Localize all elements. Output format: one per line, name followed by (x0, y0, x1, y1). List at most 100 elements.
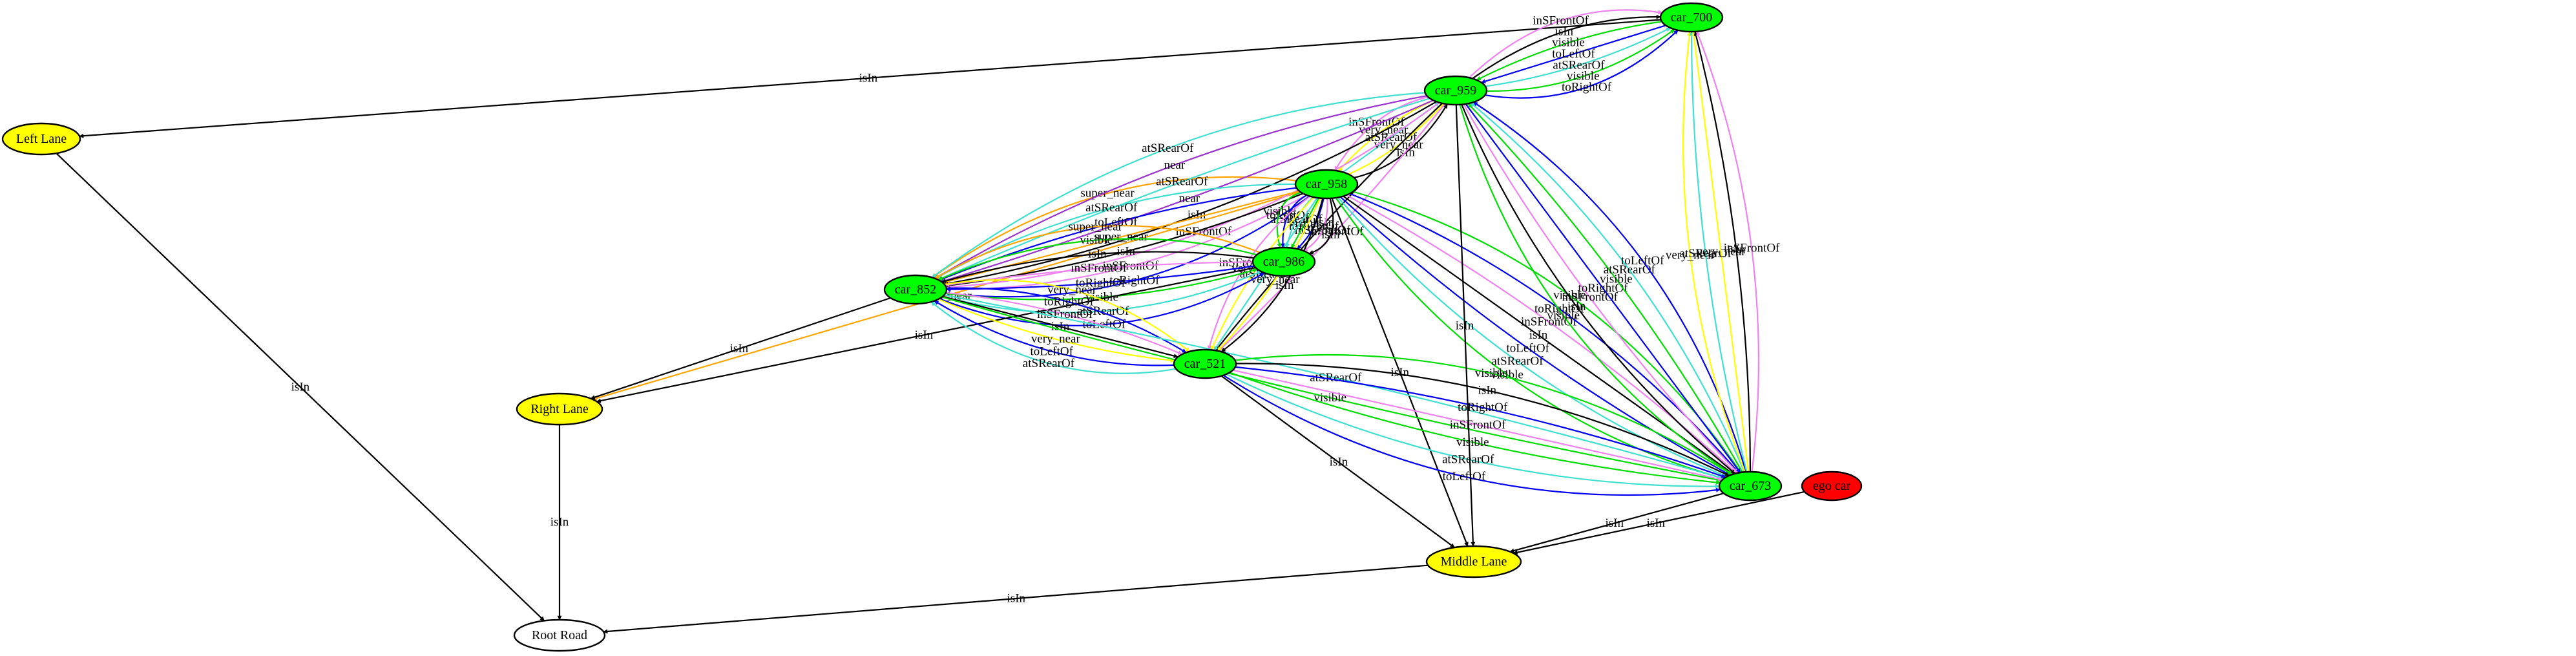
edge-line (931, 92, 1425, 279)
node-root-road: Root Road (513, 619, 606, 652)
node-ellipse (1423, 75, 1488, 106)
edge-car_521-isIn-middle_lane: isIn (1220, 375, 1455, 548)
edge-label: visible (1600, 272, 1633, 286)
edge-line (941, 100, 1434, 283)
edge-label: toRightOf (1076, 276, 1126, 290)
node-car-852: car_852 (883, 274, 948, 305)
edge-line (943, 101, 1437, 286)
edge-car_958-atSRearOf-car_673: atSRearOf (1337, 196, 1728, 478)
edge-line (1335, 197, 1724, 480)
edge-label: inSFrontOf (1037, 308, 1093, 321)
edge-label: isIn (550, 516, 569, 529)
edge-line (1303, 198, 1328, 251)
edge-label: super_near (1094, 230, 1148, 244)
edge-line (1235, 366, 1726, 478)
node-car-958: car_958 (1294, 169, 1359, 200)
edge-line (1682, 31, 1746, 472)
edge-label: toLeftOf (1030, 344, 1073, 358)
edge-label: very_near (1031, 332, 1081, 346)
edge-line (946, 287, 1187, 354)
node-ellipse (1801, 471, 1863, 502)
edge-line (930, 301, 1177, 374)
edge-label: isIn (1275, 279, 1294, 292)
node-ellipse (1294, 169, 1359, 200)
edge-label: isIn (1117, 245, 1136, 259)
edge-car_700-isIn-left_lane: isIn (79, 19, 1661, 138)
edge-label: atSRearOf (1310, 371, 1362, 385)
edge-car_958-isIn-middle_lane: isIn (1331, 198, 1469, 547)
edge-line (1467, 103, 1743, 473)
edge-label: isIn (730, 342, 749, 355)
edge-car_521-toLeftOf-car_852: toLeftOf (934, 300, 1175, 366)
node-ellipse (1, 122, 81, 156)
edge-line (1337, 196, 1728, 478)
edge-car_521-toRightOf-car_673: toRightOf (1235, 366, 1726, 478)
edge-label: visible (1553, 289, 1586, 302)
edge-label: isIn (1529, 328, 1548, 342)
edge-line (945, 291, 1183, 355)
edge-label: isIn (1567, 300, 1586, 313)
edge-line (937, 298, 1175, 363)
edge-label: isIn (915, 328, 934, 342)
edge-label: near (1164, 158, 1186, 172)
edge-line (939, 272, 1265, 326)
node-ellipse (1251, 246, 1316, 277)
edge-label: super_near (1080, 187, 1135, 200)
edge-car_673-very_near-car_700: very_near (1691, 31, 1750, 472)
edge-label: isIn (1088, 248, 1107, 261)
edge-line (1469, 9, 1663, 78)
edge-label: isIn (1478, 384, 1497, 397)
edge-line (596, 266, 1256, 403)
edge-car_852-isIn-car_521: isIn (942, 295, 1178, 359)
node-left-lane: Left Lane (1, 122, 81, 156)
edge-line (934, 95, 1427, 279)
edge-ego_car-isIn-middle_lane: isIn (1513, 491, 1805, 555)
node-label: car_958 (1306, 177, 1347, 191)
edge-car_986-visible-car_852: visible (937, 233, 1257, 281)
edge-car_959-atSRearOf-car_700: atSRearOf (1485, 27, 1671, 87)
edge-line (1220, 375, 1455, 548)
edge-line (1235, 354, 1733, 476)
edge-line (79, 19, 1661, 138)
edge-label: inSFrontOf (1071, 262, 1127, 275)
edge-line (1513, 491, 1805, 555)
edge-car_852-very_near-car_521: very_near (944, 279, 1190, 352)
edge-car_959-toRightOf-car_673: toRightOf (1465, 103, 1741, 473)
edge-label: toLeftOf (1621, 254, 1664, 268)
edge-label: inSFrontOf (1521, 315, 1577, 329)
node-ego-car: ego car (1801, 471, 1863, 502)
edge-label: very_near (1666, 249, 1715, 262)
node-label: Middle Lane (1441, 555, 1507, 569)
edge-car_521-visible-car_673: visible (1229, 372, 1721, 485)
edge-line (56, 153, 545, 622)
node-ellipse (1718, 471, 1783, 502)
edge-line (1226, 374, 1720, 489)
edge-line (1509, 492, 1724, 553)
edge-line (1455, 104, 1476, 547)
edge-label: isIn (1647, 516, 1666, 530)
edge-layer: isIntoRightOfvisibleatSRearOftoLeftOfvis… (56, 9, 1805, 634)
node-label: car_673 (1730, 479, 1771, 493)
edge-label: isIn (1051, 320, 1070, 333)
edge-line (1696, 31, 1759, 472)
edge-line (1470, 102, 1745, 472)
edge-label: toRightOf (1534, 302, 1585, 315)
edge-label: visible (1547, 309, 1580, 323)
edge-car_521-toLeftOf-car_673: toLeftOf (1222, 374, 1721, 496)
edge-car_852-inSFrontOf-car_521: inSFrontOf (945, 291, 1183, 355)
edge-label: isIn (1456, 319, 1474, 333)
edge-car_959-visible-car_673: visible (1459, 104, 1733, 475)
edge-car_959-atSRearOf-car_852: atSRearOf (937, 98, 1430, 280)
edge-label: visible (1552, 36, 1585, 50)
edge-line (942, 270, 1262, 313)
edge-car_673-toLeftOf-car_959: toLeftOf (1472, 101, 1747, 472)
edge-car_986-super_near-car_852: super_near (934, 220, 1261, 279)
edge-label: near (1178, 191, 1200, 205)
edge-label: atSRearOf (1680, 247, 1732, 260)
edge-car_673-inSFrontOf-car_700: inSFrontOf (1696, 31, 1780, 472)
edge-line (944, 294, 1724, 480)
edge-car_852-toRightOf-car_521: toRightOf (946, 287, 1187, 354)
edge-label: inSFrontOf (1450, 418, 1506, 432)
edge-label: atSRearOf (1270, 213, 1323, 226)
